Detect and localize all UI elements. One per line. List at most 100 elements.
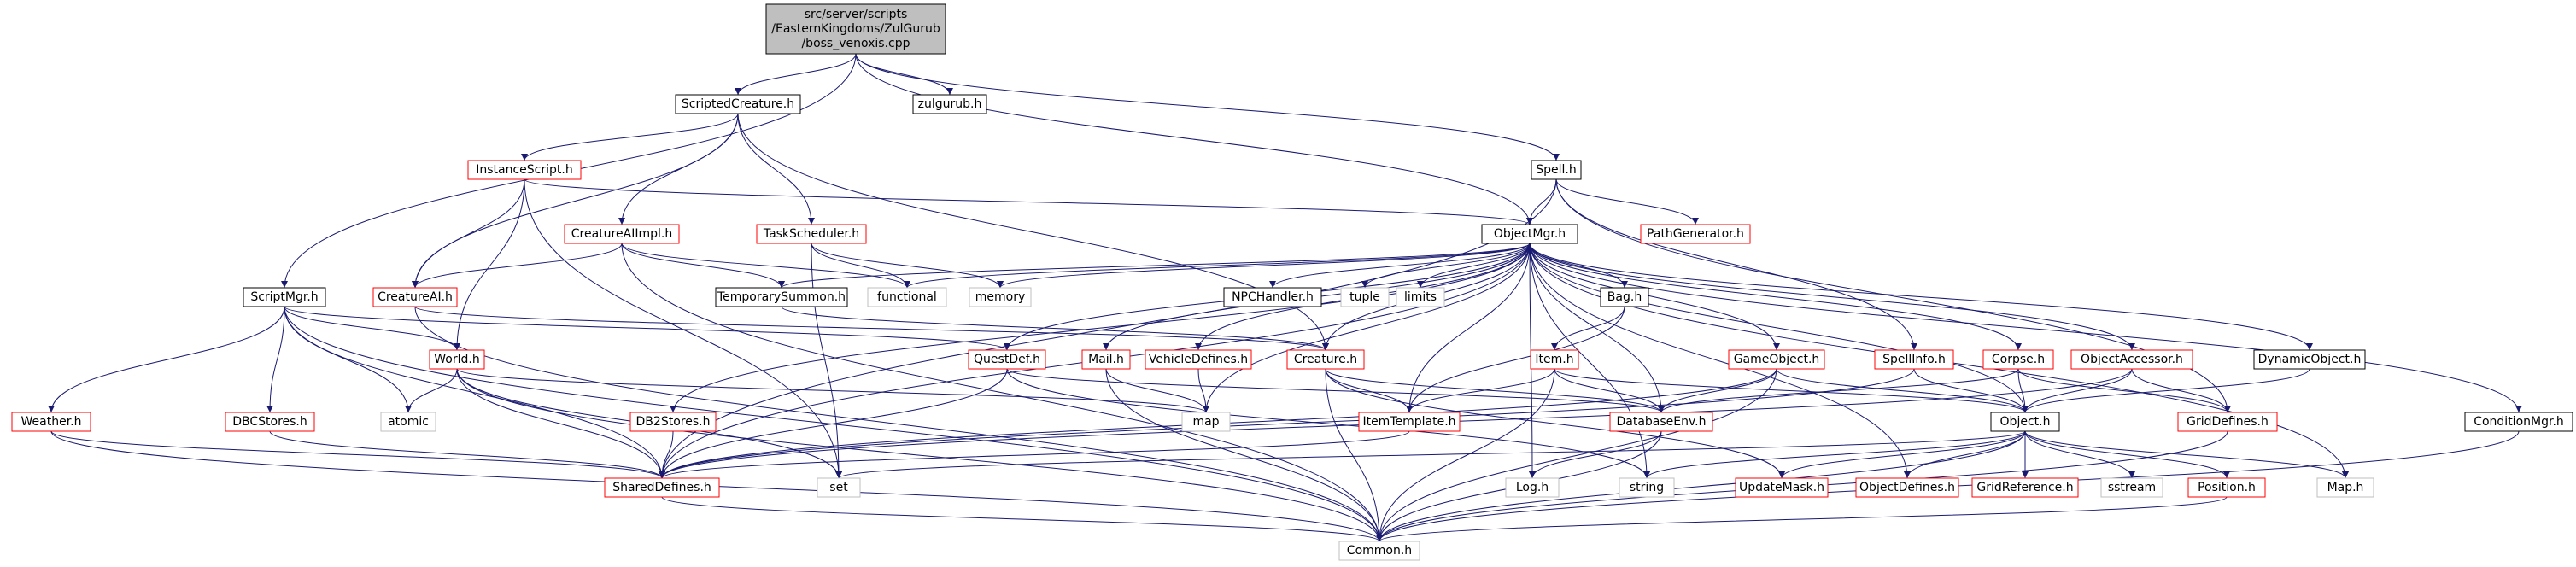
- node-updatemask[interactable]: UpdateMask.h: [1735, 477, 1829, 498]
- edge-shareddefines-to-common: [661, 496, 1383, 542]
- node-maph-label: Map.h: [2327, 481, 2364, 494]
- edge-objecth-to-string: [1643, 430, 2026, 479]
- node-scriptmgr-label: ScriptMgr.h: [250, 290, 318, 304]
- edge-position-to-common: [1376, 496, 2228, 542]
- node-pathgenerator-box: [1640, 224, 1751, 244]
- node-instancescript-label: InstanceScript.h: [476, 163, 572, 177]
- node-memory: memory: [969, 287, 1032, 307]
- edge-databaseenv-to-logh: [1529, 430, 1662, 479]
- edge-taskscheduler-to-functional: [811, 243, 910, 289]
- node-root[interactable]: src/server/scripts/EasternKingdoms/ZulGu…: [765, 3, 946, 55]
- node-vehicledefines[interactable]: VehicleDefines.h: [1145, 349, 1252, 370]
- edge-spellinfo-to-shareddefines: [659, 368, 1915, 479]
- node-temporarysummon[interactable]: TemporarySummon.h: [715, 287, 848, 307]
- edge-objecth-to-objectdefines: [1904, 430, 2026, 479]
- node-bag[interactable]: Bag.h: [1600, 287, 1649, 307]
- edge-root-to-objectmgr: [855, 53, 1533, 225]
- node-griddefines[interactable]: GridDefines.h: [2177, 412, 2278, 432]
- node-root-box: [765, 3, 946, 55]
- edge-objectmgr-to-databaseenv: [1529, 243, 1665, 413]
- node-dynamicobject[interactable]: DynamicObject.h: [2253, 349, 2366, 370]
- node-vehicledefines-box: [1145, 349, 1252, 370]
- edge-creatureai-to-creature: [414, 306, 1329, 351]
- node-corpse[interactable]: Corpse.h: [1982, 349, 2054, 370]
- node-griddefines-box: [2177, 412, 2278, 432]
- node-set: set: [817, 477, 861, 498]
- edge-vehicledefines-to-map: [1197, 368, 1209, 413]
- edge-world-to-map: [456, 368, 1209, 413]
- node-creatureai[interactable]: CreatureAI.h: [372, 287, 458, 307]
- node-item[interactable]: Item.h: [1530, 349, 1579, 370]
- node-objectaccessor[interactable]: ObjectAccessor.h: [2070, 349, 2193, 370]
- node-temporarysummon-box: [715, 287, 848, 307]
- node-mail-label: Mail.h: [1088, 353, 1124, 366]
- edge-bag-to-item: [1551, 306, 1625, 351]
- node-bag-box: [1600, 287, 1649, 307]
- node-spellinfo[interactable]: SpellInfo.h: [1874, 349, 1954, 370]
- edge-root-to-spell: [855, 53, 1560, 161]
- node-objectaccessor-label: ObjectAccessor.h: [2081, 353, 2183, 366]
- node-conditionmgr-box: [2464, 412, 2573, 432]
- node-itemtemplate[interactable]: ItemTemplate.h: [1358, 412, 1461, 432]
- node-griddefines-label: GridDefines.h: [2187, 415, 2269, 429]
- edge-objectmgr-to-objecth: [1529, 243, 2029, 413]
- node-objectaccessor-box: [2070, 349, 2193, 370]
- node-scriptedcreature[interactable]: ScriptedCreature.h: [675, 94, 801, 114]
- node-npchandler-label: NPCHandler.h: [1232, 290, 1314, 304]
- node-conditionmgr[interactable]: ConditionMgr.h: [2464, 412, 2573, 432]
- node-weather[interactable]: Weather.h: [11, 412, 91, 432]
- edge-instancescript-to-world: [454, 178, 525, 351]
- node-taskscheduler[interactable]: TaskScheduler.h: [756, 224, 867, 244]
- node-gridreference[interactable]: GridReference.h: [1971, 477, 2079, 498]
- node-functional-label: functional: [877, 290, 937, 304]
- node-spell[interactable]: Spell.h: [1531, 160, 1582, 180]
- node-position[interactable]: Position.h: [2187, 477, 2266, 498]
- node-objectmgr-box: [1481, 224, 1578, 244]
- node-npchandler[interactable]: NPCHandler.h: [1223, 287, 1322, 307]
- node-map: map: [1181, 412, 1231, 432]
- edge-questdef-to-string: [1006, 368, 1650, 479]
- edge-objectmgr-to-objectaccessor: [1529, 243, 2135, 351]
- node-scriptmgr-box: [243, 287, 326, 307]
- node-dbcstores[interactable]: DBCStores.h: [225, 412, 315, 432]
- node-creatureaiimpl[interactable]: CreatureAIImpl.h: [564, 224, 680, 244]
- node-updatemask-box: [1735, 477, 1829, 498]
- node-world[interactable]: World.h: [429, 349, 485, 370]
- node-atomic-label: atomic: [388, 415, 429, 429]
- node-objectdefines-box: [1855, 477, 1959, 498]
- edge-objectmgr-to-functional: [904, 243, 1531, 289]
- edge-questdef-to-shareddefines: [659, 368, 1008, 479]
- node-creature[interactable]: Creature.h: [1286, 349, 1365, 370]
- node-mail[interactable]: Mail.h: [1081, 349, 1131, 370]
- node-objecth[interactable]: Object.h: [1990, 412, 2060, 432]
- node-databaseenv-box: [1609, 412, 1713, 432]
- node-instancescript[interactable]: InstanceScript.h: [467, 160, 582, 180]
- node-sstream-box: [2100, 477, 2163, 498]
- node-objectdefines[interactable]: ObjectDefines.h: [1855, 477, 1959, 498]
- node-shareddefines[interactable]: SharedDefines.h: [604, 477, 720, 498]
- node-scriptmgr[interactable]: ScriptMgr.h: [243, 287, 326, 307]
- node-databaseenv[interactable]: DatabaseEnv.h: [1609, 412, 1713, 432]
- node-gameobject[interactable]: GameObject.h: [1728, 349, 1825, 370]
- node-gameobject-box: [1728, 349, 1825, 370]
- edge-world-to-atomic: [405, 368, 458, 413]
- node-questdef[interactable]: QuestDef.h: [968, 349, 1046, 370]
- node-zulgurub[interactable]: zulgurub.h: [912, 94, 987, 114]
- node-objectmgr-label: ObjectMgr.h: [1494, 227, 1566, 241]
- node-pathgenerator[interactable]: PathGenerator.h: [1640, 224, 1751, 244]
- node-corpse-label: Corpse.h: [1992, 353, 2045, 366]
- node-sstream: sstream: [2100, 477, 2163, 498]
- node-databaseenv-label: DatabaseEnv.h: [1616, 415, 1706, 429]
- edge-objecth-to-sstream: [2024, 430, 2135, 479]
- edge-objecth-to-set: [835, 430, 2026, 479]
- node-spell-label: Spell.h: [1536, 163, 1577, 177]
- node-set-label: set: [829, 481, 848, 494]
- node-instancescript-box: [467, 160, 582, 180]
- node-creatureai-box: [372, 287, 458, 307]
- node-db2stores-label: DB2Stores.h: [636, 415, 711, 429]
- edge-item-to-objecth: [1554, 368, 2029, 413]
- node-objectmgr[interactable]: ObjectMgr.h: [1481, 224, 1578, 244]
- node-root-label: src/server/scripts: [805, 8, 908, 21]
- node-db2stores[interactable]: DB2Stores.h: [629, 412, 717, 432]
- edge-scriptedcreature-to-instancescript: [521, 113, 739, 161]
